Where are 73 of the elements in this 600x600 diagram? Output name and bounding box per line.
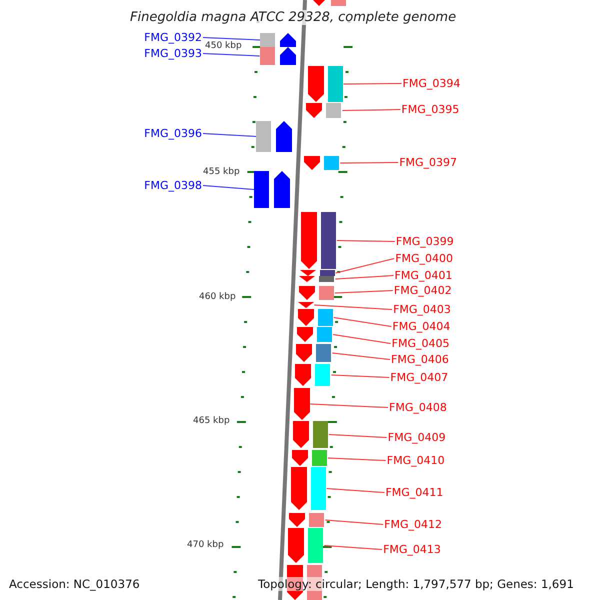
gene-label: FMG_0394 (402, 77, 460, 90)
scale-label: 450 kbp (205, 41, 242, 51)
leader-line (324, 545, 383, 550)
gene-label: FMG_0393 (144, 47, 202, 60)
gene-label: FMG_0401 (394, 269, 452, 282)
scale-label: 455 kbp (203, 167, 240, 177)
gene-glyph (308, 66, 344, 102)
leader-line (324, 520, 384, 525)
gene-glyph (260, 47, 296, 65)
gene-glyph (296, 344, 332, 362)
gene-glyph (256, 121, 292, 152)
leader-line (328, 434, 388, 438)
leader-line (332, 352, 390, 360)
accession-text: Accession: NC_010376 (9, 577, 140, 591)
leader-line (333, 317, 392, 327)
gene-label: FMG_0392 (144, 31, 202, 44)
gene-glyph (260, 33, 296, 47)
gene-label: FMG_0397 (399, 156, 458, 169)
gene-glyph (254, 171, 290, 208)
gene-label: FMG_0405 (392, 337, 450, 350)
gene-label: FMG_0398 (144, 179, 202, 192)
gene-label: FMG_0407 (390, 371, 448, 384)
leader-line (330, 374, 390, 378)
gene-glyph (300, 212, 337, 269)
leader-line (202, 133, 257, 137)
leader-line (202, 53, 260, 56)
gene-glyph (300, 270, 336, 276)
gene-label: FMG_0402 (394, 284, 452, 297)
gene-glyph (304, 156, 340, 170)
gene-label: FMG_0410 (386, 454, 445, 467)
gene-label: FMG_0409 (388, 431, 446, 444)
leader-line (202, 185, 255, 190)
leader-line (327, 458, 386, 461)
gene-glyph (290, 467, 327, 510)
leader-line (332, 334, 392, 344)
gene-label: FMG_0412 (384, 518, 442, 531)
gene-label: FMG_0413 (383, 543, 441, 556)
gene-glyph (295, 364, 332, 386)
leader-line (334, 290, 394, 294)
scale-label: 465 kbp (193, 416, 230, 426)
leader-line (314, 304, 393, 310)
gene-label: FMG_0408 (389, 401, 447, 414)
leader-line (335, 258, 395, 274)
gene-label: FMG_0395 (401, 103, 460, 116)
leader-line (342, 109, 401, 111)
gene-glyph (298, 286, 335, 300)
gene-glyph (294, 388, 310, 420)
gene-label: FMG_0396 (144, 127, 202, 140)
leader-line (336, 240, 396, 242)
gene-glyph (288, 528, 324, 563)
title: Finegoldia magna ATCC 29328, complete genome (130, 10, 456, 25)
gene-glyph (298, 309, 334, 326)
leader-line (343, 83, 402, 84)
gene-label: FMG_0404 (392, 320, 450, 333)
gene-glyph (306, 103, 342, 118)
leader-line (326, 488, 385, 493)
gene-glyph (292, 421, 329, 448)
gene-label: FMG_0400 (395, 252, 454, 265)
gene-glyph (292, 450, 328, 466)
gene-glyph (299, 276, 336, 282)
gene-label: FMG_0399 (396, 235, 454, 248)
leader-line (310, 404, 388, 408)
leader-line (202, 37, 261, 40)
scale-label: 470 kbp (187, 540, 224, 550)
gene-label: FMG_0406 (391, 353, 449, 366)
leader-line (334, 275, 394, 280)
gene-glyph (289, 513, 326, 527)
genome-info-text: Topology: circular; Length: 1,797,577 bp; Genes: 1,691 (258, 577, 574, 591)
gene-glyph (297, 327, 334, 342)
scale-label: 460 kbp (199, 292, 236, 302)
gene-label: FMG_0411 (385, 486, 444, 499)
leader-line (340, 162, 399, 164)
gene-label: FMG_0403 (393, 303, 451, 316)
